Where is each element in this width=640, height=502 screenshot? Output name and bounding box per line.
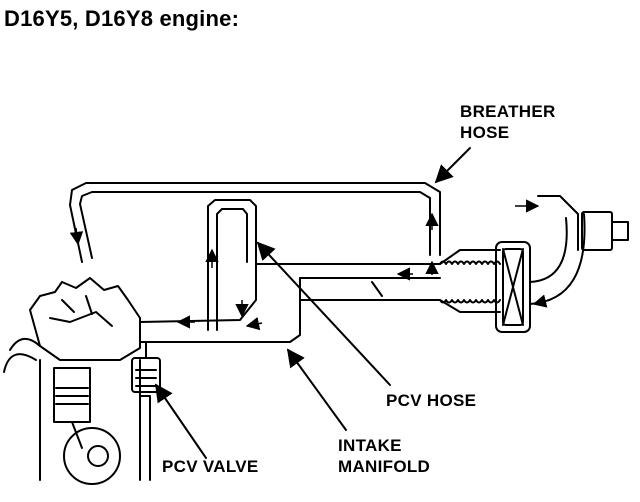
intake-corrugated-hose <box>439 260 501 304</box>
label-breather-hose: BREATHER HOSE <box>460 102 556 142</box>
leader-pcv-valve <box>154 383 207 459</box>
breather-hose-loop <box>69 182 441 263</box>
cylinder-head <box>3 277 141 373</box>
leader-breather-hose <box>434 147 471 184</box>
intake-duct <box>255 249 501 313</box>
pcv-valve-housing <box>131 341 161 393</box>
throttle-plate <box>371 281 383 297</box>
label-pcv-valve: PCV VALVE <box>162 457 259 476</box>
breather-chamber <box>207 199 257 331</box>
label-intake-manifold: INTAKE MANIFOLD <box>338 436 431 476</box>
flow-arrows <box>69 199 551 331</box>
diagram-title: D16Y5, D16Y8 engine: <box>4 6 240 31</box>
leader-pcv-hose <box>256 241 391 386</box>
label-pcv-hose: PCV HOSE <box>386 391 477 410</box>
leader-intake-manifold <box>286 348 347 431</box>
air-cleaner <box>495 195 629 333</box>
engine-block <box>39 359 151 485</box>
intake-manifold-runner <box>139 261 301 343</box>
